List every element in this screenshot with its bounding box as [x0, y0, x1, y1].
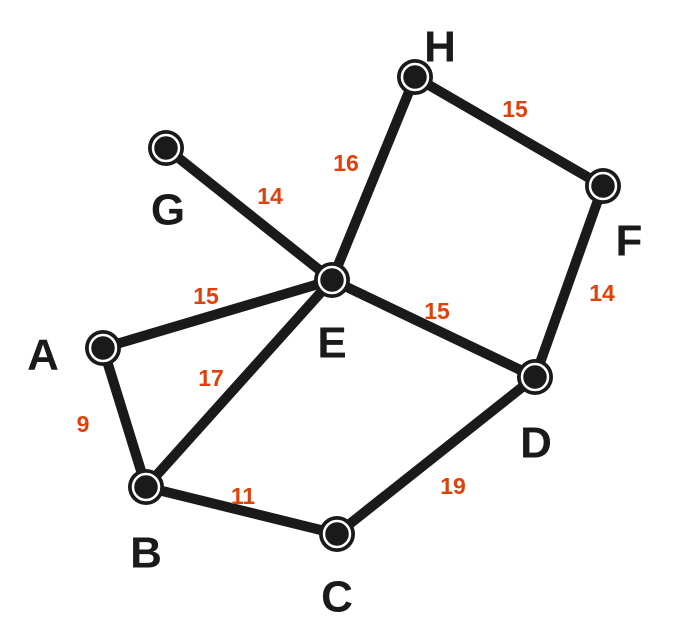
- edge-g-e: [161, 143, 337, 285]
- weights-layer: 9 15 17 11 19 15 14 16 15 14: [77, 96, 615, 509]
- node-label-g: G: [151, 186, 185, 235]
- node-e: [314, 262, 350, 298]
- edge-weight-b-e: 17: [198, 365, 224, 391]
- node-g: [148, 130, 184, 166]
- node-label-b: B: [130, 529, 162, 578]
- node-b: [128, 469, 164, 505]
- edge-weight-e-d: 15: [424, 298, 450, 324]
- node-h: [397, 59, 433, 95]
- edge-c-d: [332, 372, 540, 539]
- node-d: [517, 359, 553, 395]
- node-label-h: H: [424, 23, 456, 72]
- edge-weight-g-e: 14: [257, 183, 283, 209]
- node-c: [319, 516, 355, 552]
- edge-weight-c-d: 19: [440, 473, 466, 499]
- edge-a-e: [98, 275, 337, 353]
- edge-b-c: [141, 482, 342, 539]
- node-f: [585, 168, 621, 204]
- edge-weight-b-c: 11: [231, 483, 256, 509]
- node-label-f: F: [616, 217, 643, 266]
- edge-h-f: [410, 72, 608, 191]
- edge-weight-h-f: 15: [502, 96, 528, 122]
- node-labels-layer: A B C D E F G H: [27, 23, 642, 618]
- node-label-d: D: [520, 419, 552, 468]
- node-a: [85, 330, 121, 366]
- node-label-c: C: [321, 573, 353, 618]
- edge-weight-e-h: 16: [333, 150, 359, 176]
- edge-weight-f-d: 14: [589, 280, 615, 306]
- edge-e-d: [327, 275, 540, 382]
- edge-f-d: [530, 181, 608, 382]
- edge-a-b: [98, 343, 151, 492]
- node-label-a: A: [27, 331, 59, 380]
- edge-weight-a-b: 9: [77, 411, 90, 437]
- nodes-layer: [85, 59, 621, 552]
- edge-weight-a-e: 15: [193, 283, 219, 309]
- edge-b-e: [141, 275, 337, 492]
- edge-e-h: [327, 72, 420, 285]
- edges-layer: [98, 72, 608, 539]
- node-label-e: E: [317, 319, 346, 368]
